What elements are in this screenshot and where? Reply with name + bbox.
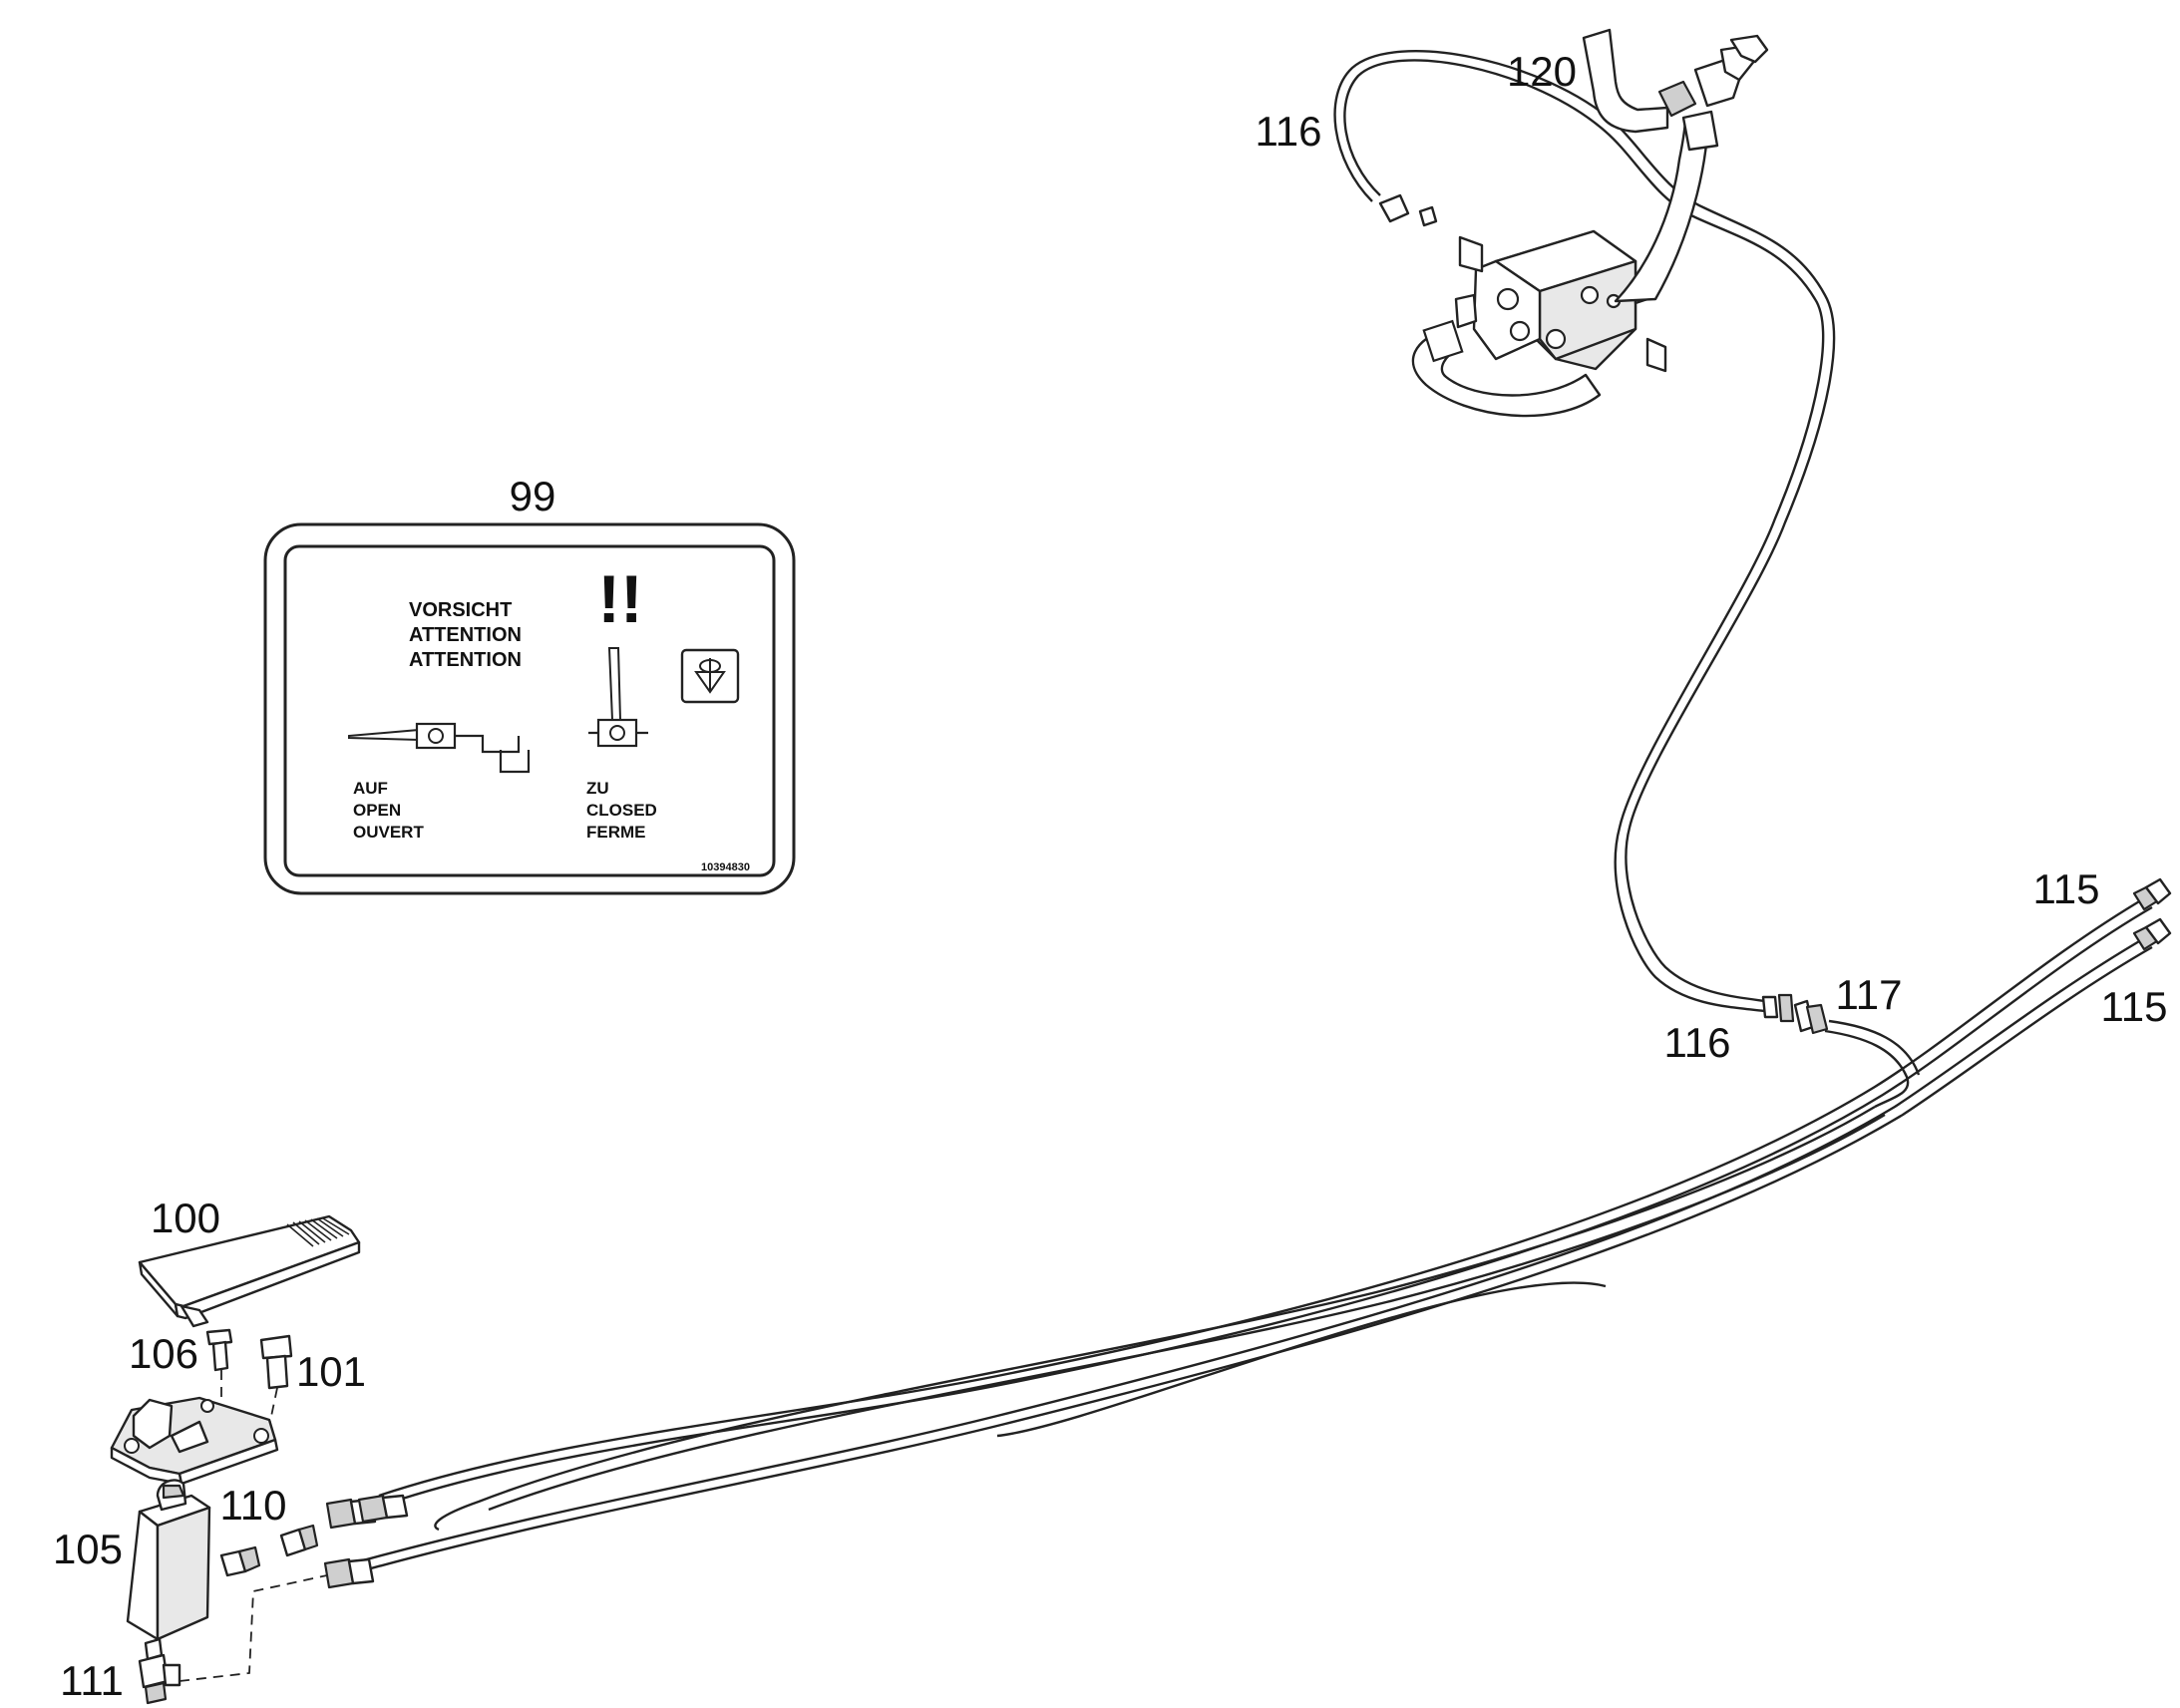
hose-end-pedal-side [323,1494,409,1589]
pedal-valve-105 [126,1479,211,1661]
connector-116-117 [1761,993,1829,1035]
callout-100: 100 [151,1195,220,1241]
screw-101-assembly-line [268,1387,278,1427]
decal-closed-line-2: CLOSED [586,801,657,820]
pedal-100 [138,1214,361,1328]
callouts: 99 100 101 105 106 110 111 115 115 116 1… [53,48,2168,1704]
decal-exclamation-mark: !! [597,561,642,637]
decal-closed-line-3: FERME [586,823,646,842]
callout-110: 110 [220,1482,287,1529]
decal-open-line-3: OUVERT [353,823,424,842]
decal-99: VORSICHT ATTENTION ATTENTION !! AUF OPE [263,522,796,895]
screw-106 [205,1328,233,1372]
decal-open-line-1: AUF [353,779,388,798]
callout-101: 101 [296,1348,366,1395]
valve-closed-icon [588,647,648,748]
callout-99: 99 [510,473,556,519]
valve-open-icon [348,722,531,774]
screw-101 [259,1334,293,1390]
callout-106: 106 [129,1330,198,1377]
fitting-111 [138,1653,182,1705]
pedal-bracket [110,1396,279,1486]
hose-end-115 [2132,877,2172,951]
callout-117: 117 [1836,971,1903,1018]
decal-closed-line-1: ZU [586,779,609,798]
callout-116-lower: 116 [1664,1019,1731,1066]
callout-111: 111 [60,1657,124,1704]
callout-120: 120 [1507,48,1577,95]
decal-warning-line-2: ATTENTION [409,624,522,646]
pedal-tread-grip [286,1217,350,1247]
decal-part-number: 10394830 [701,861,750,873]
fitting-110 [219,1524,319,1577]
callout-116-upper: 116 [1256,108,1322,155]
decal-warning-line-3: ATTENTION [409,649,522,671]
fitting-120 [1582,28,1769,152]
callout-115-upper: 115 [2033,865,2100,912]
callout-115-lower: 115 [2101,983,2168,1030]
decal-open-line-2: OPEN [353,801,401,820]
valve-block [1378,116,1709,418]
decal-warning-line-1: VORSICHT [409,599,512,621]
hoses [344,50,2153,1575]
callout-105: 105 [53,1526,123,1572]
manual-lowering-symbol-icon [680,648,740,704]
fitting-111-assembly-line [179,1574,328,1682]
